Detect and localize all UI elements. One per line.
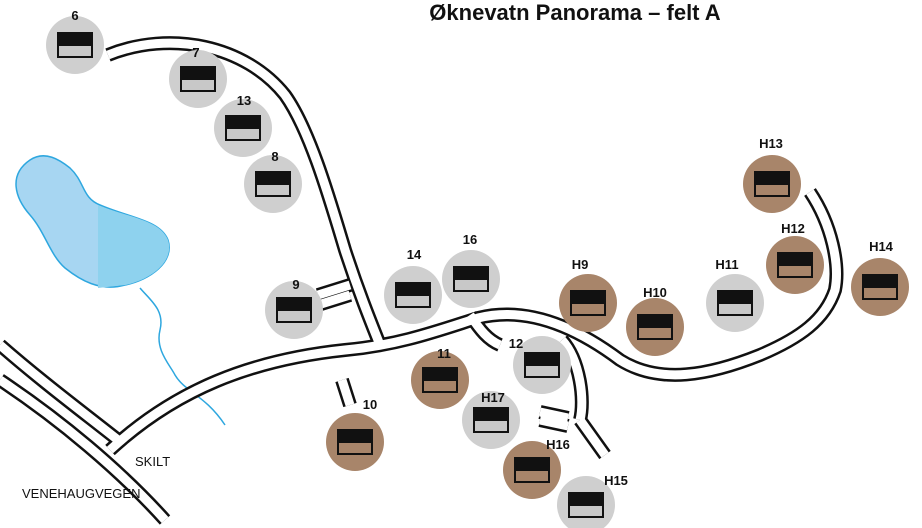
road-network — [0, 36, 844, 525]
lot-label: 13 — [237, 93, 251, 108]
lot-label: 16 — [463, 232, 477, 247]
lot-h10[interactable]: H10 — [626, 285, 684, 356]
lot-label: 7 — [192, 45, 199, 60]
lot-11[interactable]: 11 — [411, 346, 469, 409]
cabin-icon — [637, 314, 673, 340]
lot-16[interactable]: 16 — [442, 232, 500, 308]
road-surface — [576, 417, 609, 458]
road-surface — [106, 38, 385, 347]
lot-label: H16 — [546, 437, 570, 452]
lot-label: H13 — [759, 136, 783, 151]
road-surface — [0, 376, 169, 524]
cabin-icon — [717, 290, 753, 316]
lot-label: 8 — [271, 149, 278, 164]
cabin-icon — [570, 290, 606, 316]
cabin-icon — [57, 32, 93, 58]
cabin-icon — [276, 297, 312, 323]
lot-h12[interactable]: H12 — [766, 221, 824, 294]
lot-label: H14 — [869, 239, 894, 254]
lot-h9[interactable]: H9 — [559, 257, 617, 332]
lot-label: 14 — [407, 247, 422, 262]
lot-h13[interactable]: H13 — [743, 136, 801, 213]
lot-h16[interactable]: H16 — [503, 437, 570, 499]
lot-14[interactable]: 14 — [384, 247, 442, 324]
road-surface — [316, 290, 352, 310]
lot-label: H15 — [604, 473, 628, 488]
road-name-label: VENEHAUGVEGEN — [22, 486, 140, 501]
cabin-icon — [524, 352, 560, 378]
road-surface — [558, 336, 587, 422]
lot-label: 11 — [437, 346, 451, 361]
cabin-icon — [255, 171, 291, 197]
road-surface — [316, 280, 352, 300]
cabin-icon — [862, 274, 898, 300]
lake — [15, 155, 170, 288]
lot-label: H10 — [643, 285, 667, 300]
lot-label: H11 — [715, 257, 738, 272]
lot-label: 12 — [509, 336, 523, 351]
lot-6[interactable]: 6 — [46, 8, 104, 74]
road-surface — [539, 415, 569, 431]
lot-h14[interactable]: H14 — [851, 239, 909, 316]
lot-label: 9 — [292, 277, 299, 292]
lot-h15[interactable]: H15 — [557, 473, 628, 528]
cabin-icon — [422, 367, 458, 393]
map-title: Øknevatn Panorama – felt A — [429, 0, 721, 25]
cabin-icon — [180, 66, 216, 92]
lot-10[interactable]: 10 — [326, 397, 384, 471]
lot-h17[interactable]: H17 — [462, 390, 520, 449]
cabin-icon — [395, 282, 431, 308]
lot-label: H17 — [481, 390, 505, 405]
lot-8[interactable]: 8 — [244, 149, 302, 213]
lot-label: 6 — [71, 8, 78, 23]
lot-9[interactable]: 9 — [265, 277, 323, 339]
road-surface — [0, 341, 121, 444]
lot-label: 10 — [363, 397, 377, 412]
cabin-icon — [514, 457, 550, 483]
road-surface — [539, 407, 569, 423]
cabin-icon — [473, 407, 509, 433]
lot-13[interactable]: 13 — [214, 93, 272, 157]
lot-12[interactable]: 12 — [509, 336, 571, 394]
lot-h11[interactable]: H11 — [706, 257, 764, 332]
cabin-icon — [777, 252, 813, 278]
cabin-icon — [337, 429, 373, 455]
road-surface — [337, 378, 355, 407]
lot-label: H9 — [572, 257, 589, 272]
road-surface — [106, 189, 841, 454]
lot-7[interactable]: 7 — [169, 45, 227, 108]
cabin-icon — [453, 266, 489, 292]
sign-label: SKILT — [135, 454, 170, 469]
cabin-icon — [568, 492, 604, 518]
lot-label: H12 — [781, 221, 805, 236]
cabin-icon — [225, 115, 261, 141]
road-surface — [466, 312, 502, 350]
cabin-icon — [754, 171, 790, 197]
